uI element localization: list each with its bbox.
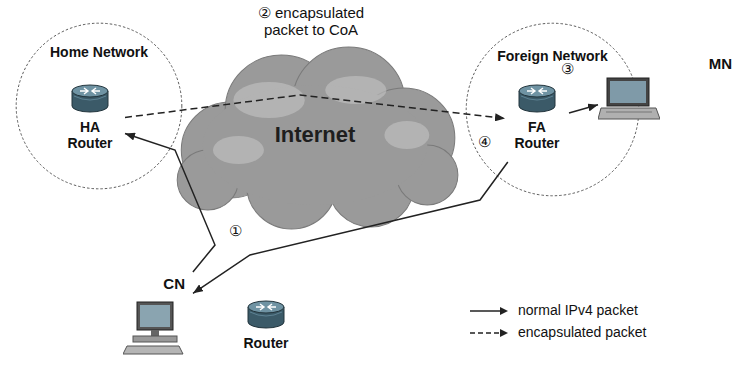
callout-number: ④ (477, 133, 492, 150)
step-note: ② encapsulated packet to CoA (246, 4, 376, 38)
legend: normal IPv4 packetencapsulated packet (468, 300, 596, 344)
legend-text: normal IPv4 packet (518, 301, 646, 319)
packet-arrow (193, 162, 508, 293)
packet-arrow (569, 105, 598, 113)
legend-line-sample (468, 326, 512, 340)
router-label: HA Router (64, 119, 116, 151)
network-name: Home Network (15, 44, 183, 60)
laptop-icon (598, 76, 660, 124)
network-name: Foreign Network (465, 48, 640, 64)
legend-row: normal IPv4 packet (468, 300, 596, 322)
legend-row: encapsulated packet (468, 322, 596, 344)
callout-number: ③ (560, 60, 575, 77)
legend-line-sample (468, 304, 512, 318)
router-icon (244, 298, 288, 332)
ha-router: HA Router (55, 82, 125, 162)
packet-arrow (125, 134, 215, 273)
network-region: Home Network HA Router (15, 22, 183, 190)
mobile-node: MN (598, 50, 738, 120)
router: Router (229, 298, 303, 368)
router-label: Router (229, 335, 303, 351)
tunnel-arrow (125, 95, 505, 118)
correspondent-node: CN (115, 272, 193, 367)
legend-text: encapsulated packet (518, 323, 646, 341)
router-label: FA Router (511, 119, 563, 151)
internet-cloud: Internet (167, 40, 463, 230)
cloud-label: Internet (167, 122, 463, 148)
router-icon (68, 82, 112, 116)
node-label: CN (115, 276, 193, 292)
fa-router: FA Router (505, 82, 569, 162)
callout-number: ① (228, 222, 243, 239)
router-icon (515, 82, 559, 116)
computer-icon (123, 300, 185, 356)
node-label: MN (709, 56, 732, 72)
